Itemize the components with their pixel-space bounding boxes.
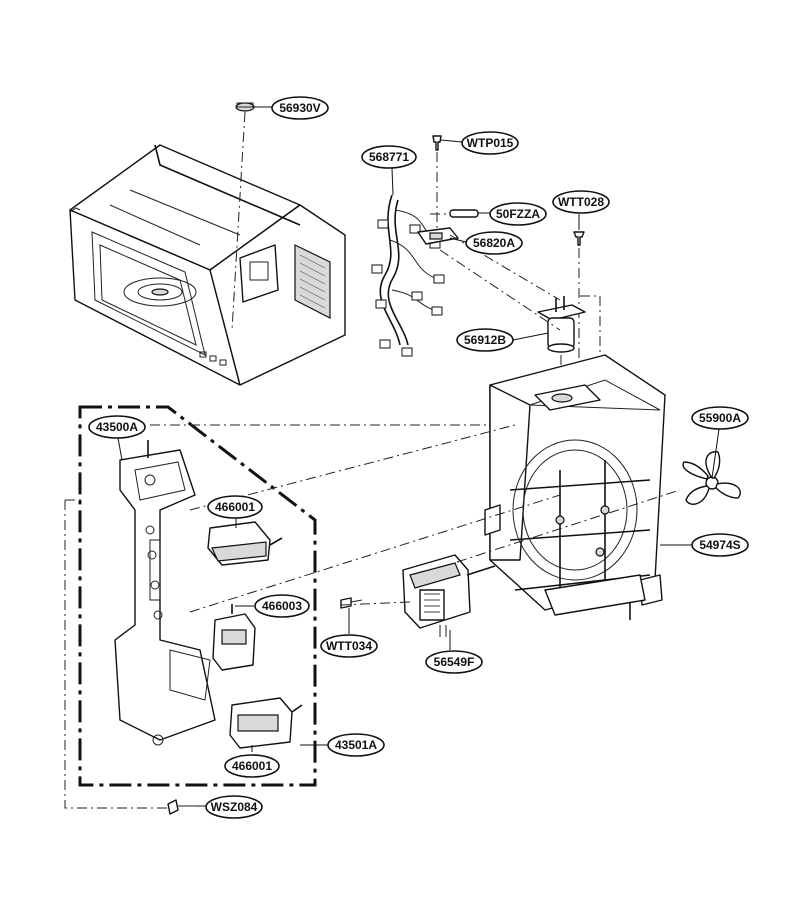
wire-harness	[371, 167, 445, 357]
label-466003: 466003	[262, 599, 302, 613]
fan-blade	[682, 451, 741, 505]
label-54974S: 54974S	[699, 538, 740, 552]
callout-466003: 466003	[254, 594, 310, 618]
callout-56912B: 56912B	[456, 328, 514, 352]
callout-50FZZA: 50FZZA	[489, 202, 547, 226]
screw-wtt034	[340, 597, 363, 609]
label-43501A: 43501A	[335, 738, 377, 752]
label-55900A: 55900A	[699, 411, 741, 425]
callout-WSZ084: WSZ084	[205, 795, 263, 819]
callout-56930V: 56930V	[271, 96, 329, 120]
screw-wsz084	[167, 799, 196, 815]
callout-43501A: 43501A	[327, 733, 385, 757]
label-466001-top: 466001	[215, 500, 255, 514]
interlock-kit	[78, 405, 317, 787]
label-56930V: 56930V	[279, 101, 320, 115]
thermostat-part	[231, 102, 255, 331]
callout-WTP015: WTP015	[461, 131, 519, 155]
label-43500A: 43500A	[96, 420, 138, 434]
label-WTP015: WTP015	[467, 136, 514, 150]
callout-55900A: 55900A	[691, 406, 749, 430]
label-466001-bottom: 466001	[232, 759, 272, 773]
label-WTT034: WTT034	[326, 639, 372, 653]
leader-lines	[117, 106, 720, 807]
label-56912B: 56912B	[464, 333, 506, 347]
screw-wtt028	[573, 231, 585, 380]
label-568771: 568771	[369, 150, 409, 164]
label-50FZZA: 50FZZA	[496, 207, 540, 221]
callout-43500A: 43500A	[88, 415, 146, 439]
callout-56820A: 56820A	[465, 231, 523, 255]
fan-duct-assembly	[484, 354, 666, 620]
fan-motor	[402, 554, 496, 637]
callout-466001-bottom: 466001	[224, 754, 280, 778]
label-56549F: 56549F	[434, 655, 475, 669]
capacitor-part	[537, 295, 601, 420]
label-WSZ084: WSZ084	[211, 800, 258, 814]
oven-cavity	[69, 144, 346, 386]
callout-54974S: 54974S	[691, 533, 749, 557]
fuse-assembly	[417, 135, 479, 245]
callout-WTT034: WTT034	[320, 634, 378, 658]
label-56820A: 56820A	[473, 236, 515, 250]
callout-568771: 568771	[361, 145, 417, 169]
callout-466001-top: 466001	[207, 495, 263, 519]
callout-WTT028: WTT028	[552, 190, 610, 214]
callout-56549F: 56549F	[425, 650, 483, 674]
label-WTT028: WTT028	[558, 195, 604, 209]
